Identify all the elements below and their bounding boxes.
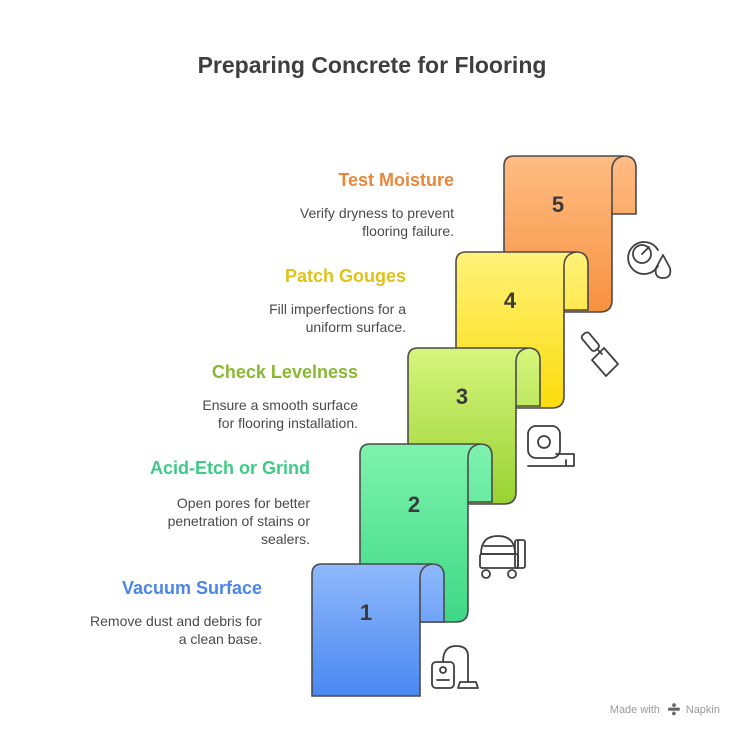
watermark-prefix: Made with [609, 704, 660, 716]
watermark-brand: Napkin [685, 704, 720, 716]
step-1-title: Vacuum Surface [121, 578, 262, 598]
step-2-desc-line-3: sealers. [260, 531, 310, 547]
step-1-description: Remove dust and debris for a clean base. [90, 612, 262, 648]
step-5-description: Verify dryness to prevent flooring failu… [300, 204, 454, 240]
step-3-number: 3 [456, 384, 468, 409]
step-4-desc-line-2: uniform surface. [305, 319, 406, 335]
step-2-title: Acid-Etch or Grind [149, 458, 310, 478]
step-1-banner [311, 563, 445, 697]
step-2-number: 2 [408, 492, 420, 517]
step-3-desc-line-1: Ensure a smooth surface [202, 397, 358, 413]
step-5-desc-line-2: flooring failure. [362, 223, 454, 239]
step-3-desc-line-2: for flooring installation. [217, 415, 358, 431]
step-1-number: 1 [360, 600, 372, 625]
step-5-title: Test Moisture [338, 170, 454, 190]
step-2-desc-line-2: penetration of stains or [167, 513, 310, 529]
moisture-gauge-icon [627, 241, 672, 279]
step-3-description: Ensure a smooth surface for flooring ins… [202, 396, 358, 432]
watermark: Made with ➗ Napkin [610, 703, 720, 716]
step-4-number: 4 [504, 288, 517, 313]
step-1-desc-line-1: Remove dust and debris for [90, 613, 262, 629]
step-2-description: Open pores for better penetration of sta… [168, 494, 310, 548]
step-4-title: Patch Gouges [284, 266, 406, 286]
napkin-logo-icon: ➗ [666, 704, 681, 716]
trowel-icon [580, 331, 619, 377]
step-4-description: Fill imperfections for a uniform surface… [269, 300, 406, 336]
step-1-desc-line-2: a clean base. [178, 631, 262, 647]
step-2-desc-line-1: Open pores for better [176, 495, 310, 511]
vacuum-icon [431, 645, 479, 689]
step-5-number: 5 [552, 192, 564, 217]
page-title: Preparing Concrete for Flooring [197, 52, 547, 78]
tape-measure-icon [527, 425, 575, 467]
concrete-grinder-icon [479, 535, 526, 579]
step-3-title: Check Levelness [211, 362, 358, 382]
step-5-desc-line-1: Verify dryness to prevent [299, 205, 454, 221]
step-4-desc-line-1: Fill imperfections for a [269, 301, 406, 317]
